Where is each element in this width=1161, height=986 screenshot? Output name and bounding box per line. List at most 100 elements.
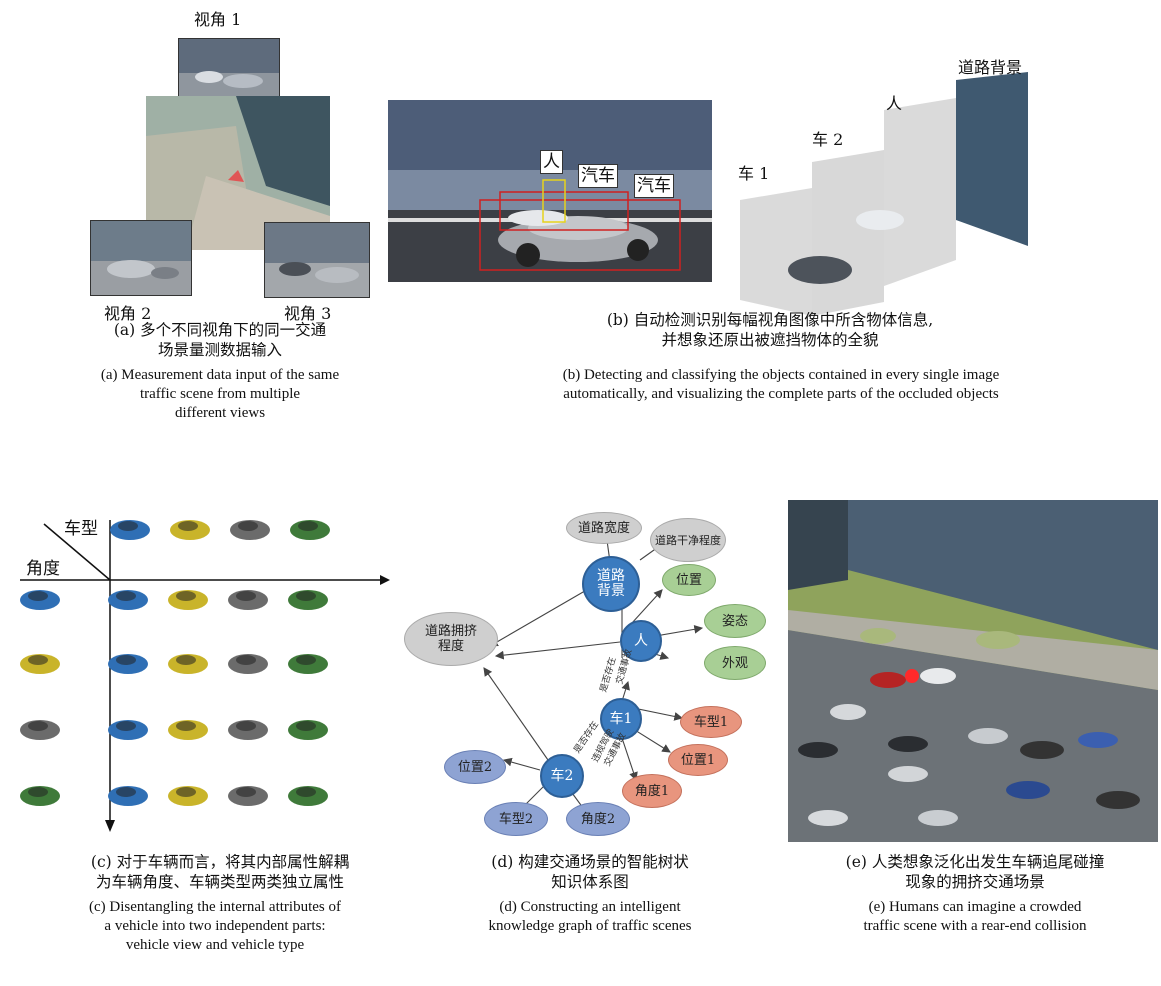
caption-e-zh-line2: 现象的拥挤交通场景 bbox=[905, 873, 1045, 891]
car-roof bbox=[28, 655, 48, 665]
crowded-scene-image bbox=[788, 500, 1158, 842]
car-thumbnail bbox=[108, 786, 148, 806]
caption-b-zh-line2: 并想象还原出被遮挡物体的全貌 bbox=[661, 331, 879, 349]
car-roof bbox=[28, 721, 48, 731]
node-person-position: 位置 bbox=[662, 564, 716, 596]
detect-tag-car1: 汽车 bbox=[578, 164, 618, 188]
caption-a-zh: (a) 多个不同视角下的同一交通 场景量测数据输入 bbox=[70, 320, 370, 360]
car-thumbnail bbox=[288, 720, 328, 740]
car-thumbnail bbox=[20, 590, 60, 610]
layer-sheets bbox=[740, 72, 1028, 316]
car-thumbnail bbox=[170, 520, 210, 540]
node-road-background: 道路背景 bbox=[582, 556, 640, 612]
caption-b-en-line2: automatically, and visualizing the compl… bbox=[563, 386, 999, 402]
caption-b-en: (b) Detecting and classifying the object… bbox=[436, 366, 1126, 404]
caption-b-zh-line1: (b) 自动检测识别每幅视角图像中所含物体信息, bbox=[606, 311, 934, 329]
caption-d-en-line2: knowledge graph of traffic scenes bbox=[488, 918, 692, 934]
car-roof bbox=[176, 721, 196, 731]
caption-e-en-line1: (e) Humans can imagine a crowded bbox=[868, 899, 1082, 915]
caption-c-en-line1: (c) Disentangling the internal attribute… bbox=[88, 899, 341, 915]
layer-person-label: 人 bbox=[886, 94, 903, 113]
car-thumbnail bbox=[20, 654, 60, 674]
caption-e-zh-line1: (e) 人类想象泛化出发生车辆追尾碰撞 bbox=[845, 853, 1105, 871]
car-roof bbox=[236, 655, 256, 665]
caption-d-zh: (d) 构建交通场景的智能树状 知识体系图 bbox=[440, 852, 740, 892]
caption-d-zh-line1: (d) 构建交通场景的智能树状 bbox=[491, 853, 689, 871]
caption-a-zh-line1: (a) 多个不同视角下的同一交通 bbox=[113, 321, 327, 339]
caption-e-en-line2: traffic scene with a rear-end collision bbox=[863, 918, 1087, 934]
car-thumbnail bbox=[110, 520, 150, 540]
car-thumbnail bbox=[108, 590, 148, 610]
detect-tag-car2: 汽车 bbox=[634, 174, 674, 198]
view2-label: 视角 2 bbox=[104, 304, 152, 323]
caption-a-en: (a) Measurement data input of the same t… bbox=[10, 366, 430, 423]
caption-e-zh: (e) 人类想象泛化出发生车辆追尾碰撞 现象的拥挤交通场景 bbox=[790, 852, 1160, 892]
car-roof bbox=[178, 521, 198, 531]
node-person: 人 bbox=[620, 620, 662, 662]
node-congestion-line2: 程度 bbox=[437, 639, 464, 654]
layer-car2-label: 车 2 bbox=[812, 130, 844, 149]
car-roof bbox=[296, 787, 316, 797]
car-thumbnail bbox=[20, 720, 60, 740]
car-roof bbox=[118, 521, 138, 531]
car-roof bbox=[116, 787, 136, 797]
car-roof bbox=[298, 521, 318, 531]
caption-d-en: (d) Constructing an intelligent knowledg… bbox=[420, 898, 760, 936]
view3-scene bbox=[265, 223, 369, 297]
view3-image bbox=[264, 222, 370, 298]
caption-c-en-line2: a vehicle into two independent parts: bbox=[104, 918, 326, 934]
layer-background-label: 道路背景 bbox=[958, 58, 1023, 77]
node-person-appearance: 外观 bbox=[704, 646, 766, 680]
node-car2: 车2 bbox=[540, 754, 584, 798]
car-roof bbox=[176, 655, 196, 665]
caption-c-zh: (c) 对于车辆而言，将其内部属性解耦 为车辆角度、车辆类型两类独立属性 bbox=[30, 852, 410, 892]
node-car1-type: 车型1 bbox=[680, 706, 742, 738]
car-thumbnail bbox=[288, 786, 328, 806]
car-thumbnail bbox=[168, 654, 208, 674]
car-thumbnail bbox=[228, 654, 268, 674]
detect-tag-person: 人 bbox=[540, 150, 563, 174]
view1-label: 视角 1 bbox=[194, 10, 242, 29]
car-roof bbox=[296, 721, 316, 731]
car-thumbnail bbox=[168, 590, 208, 610]
car-roof bbox=[28, 787, 48, 797]
car-grid bbox=[20, 520, 330, 806]
caption-b-zh: (b) 自动检测识别每幅视角图像中所含物体信息, 并想象还原出被遮挡物体的全貌 bbox=[490, 310, 1050, 350]
car-roof bbox=[116, 591, 136, 601]
car-thumbnail bbox=[168, 786, 208, 806]
car-roof bbox=[238, 521, 258, 531]
car-roof bbox=[28, 591, 48, 601]
caption-a-en-line3: different views bbox=[174, 405, 266, 421]
caption-c-zh-line2: 为车辆角度、车辆类型两类独立属性 bbox=[95, 873, 344, 891]
node-car1-position: 位置1 bbox=[668, 744, 728, 776]
view3-label: 视角 3 bbox=[284, 304, 332, 323]
caption-d-en-line1: (d) Constructing an intelligent bbox=[499, 899, 681, 915]
crowded-scene bbox=[788, 500, 1158, 842]
car-roof bbox=[176, 787, 196, 797]
car-thumbnail bbox=[290, 520, 330, 540]
car-roof bbox=[236, 787, 256, 797]
caption-c-zh-line1: (c) 对于车辆而言，将其内部属性解耦 bbox=[90, 853, 350, 871]
caption-a-zh-line2: 场景量测数据输入 bbox=[157, 341, 282, 359]
car-thumbnail bbox=[288, 654, 328, 674]
car-roof bbox=[176, 591, 196, 601]
node-road-background-line1: 道路 bbox=[597, 568, 625, 584]
car-roof bbox=[236, 721, 256, 731]
car-thumbnail bbox=[168, 720, 208, 740]
node-congestion-line1: 道路拥挤 bbox=[424, 624, 477, 639]
car-thumbnail bbox=[288, 590, 328, 610]
attribute-grid bbox=[20, 520, 390, 832]
node-car2-angle: 角度2 bbox=[566, 802, 630, 836]
caption-c-en-line3: vehicle view and vehicle type bbox=[125, 937, 305, 953]
caption-d-zh-line2: 知识体系图 bbox=[551, 873, 629, 891]
node-road-background-line2: 背景 bbox=[597, 583, 625, 599]
car-roof bbox=[116, 721, 136, 731]
node-road-width: 道路宽度 bbox=[566, 512, 642, 544]
layer-car1-label: 车 1 bbox=[738, 164, 770, 183]
node-road-cleanliness-line2: 程度 bbox=[699, 533, 721, 547]
caption-a-en-line2: traffic scene from multiple bbox=[139, 386, 301, 402]
node-road-cleanliness: 道路干净 程度 bbox=[650, 518, 726, 562]
node-car1-angle: 角度1 bbox=[622, 774, 682, 808]
car-thumbnail bbox=[230, 520, 270, 540]
car-thumbnail bbox=[108, 654, 148, 674]
